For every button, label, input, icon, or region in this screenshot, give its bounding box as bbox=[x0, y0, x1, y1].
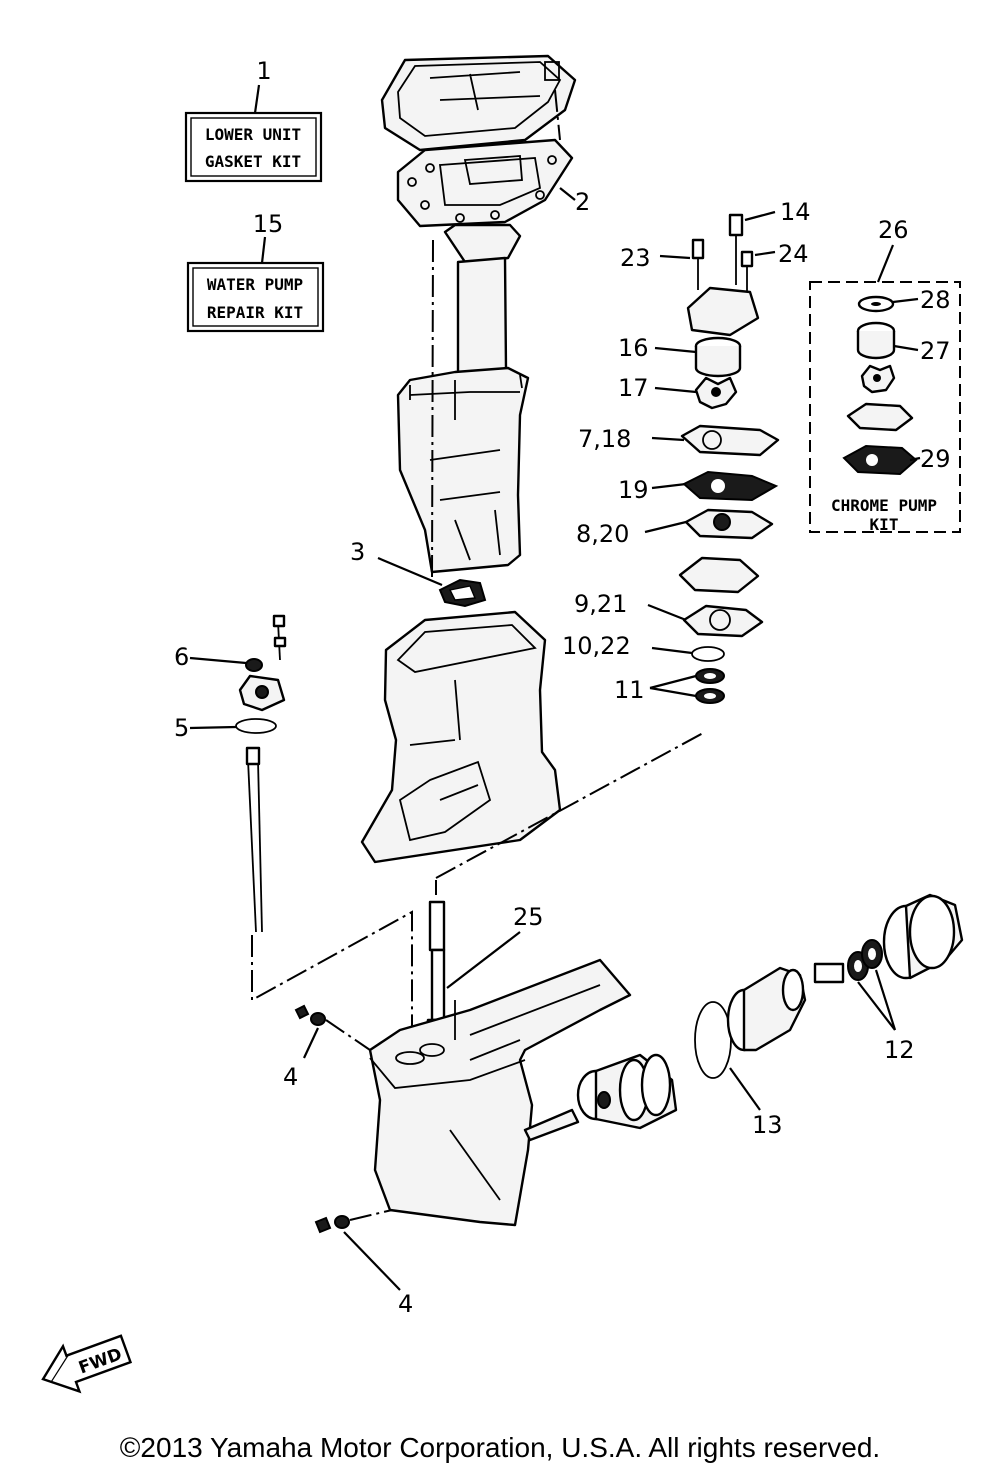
shift-rod-assembly bbox=[235, 614, 287, 933]
callout-25: 25 bbox=[513, 903, 544, 931]
gear-case bbox=[368, 958, 632, 1227]
callout-26: 26 bbox=[878, 216, 909, 244]
copyright-notice: ©2013 Yamaha Motor Corporation, U.S.A. A… bbox=[119, 1432, 881, 1463]
callout-5: 5 bbox=[174, 714, 189, 742]
callout-29: 29 bbox=[920, 445, 951, 473]
callout-4-upper: 4 bbox=[283, 1063, 298, 1091]
gasket-2 bbox=[396, 138, 574, 228]
callout-27: 27 bbox=[920, 337, 951, 365]
callout-10-22: 10,22 bbox=[562, 632, 631, 660]
callout-19: 19 bbox=[618, 476, 649, 504]
drain-screw-lower bbox=[314, 1209, 393, 1234]
callout-2: 2 bbox=[575, 188, 590, 216]
callout-15: 15 bbox=[253, 210, 284, 238]
callout-23: 23 bbox=[620, 244, 651, 272]
callout-7-18: 7,18 bbox=[578, 425, 631, 453]
svg-text:CHROME PUMP: CHROME PUMP bbox=[831, 496, 937, 515]
upper-cover-plate bbox=[380, 54, 577, 152]
svg-text:GASKET KIT: GASKET KIT bbox=[205, 152, 301, 171]
callout-3: 3 bbox=[350, 538, 365, 566]
callout-13: 13 bbox=[752, 1111, 783, 1139]
callout-16: 16 bbox=[618, 334, 649, 362]
water-pump-repair-kit-box: WATER PUMP REPAIR KIT 15 bbox=[186, 210, 325, 333]
water-pump-assembly bbox=[678, 213, 780, 704]
svg-text:WATER PUMP: WATER PUMP bbox=[207, 275, 303, 294]
callout-28: 28 bbox=[920, 286, 951, 314]
lower-casing bbox=[360, 610, 562, 864]
lower-unit-gasket-kit-box: LOWER UNIT GASKET KIT 1 bbox=[184, 57, 323, 183]
upper-casing bbox=[396, 223, 530, 574]
callout-1: 1 bbox=[256, 57, 271, 85]
callout-17: 17 bbox=[618, 374, 649, 402]
callout-24: 24 bbox=[778, 240, 809, 268]
fwd-arrow-icon: FWD bbox=[41, 1334, 133, 1394]
bearing-housing-parts bbox=[576, 893, 964, 1130]
callout-11: 11 bbox=[614, 676, 645, 704]
drain-screw-upper bbox=[294, 1004, 371, 1051]
callout-6: 6 bbox=[174, 643, 189, 671]
callout-8-20: 8,20 bbox=[576, 520, 629, 548]
chrome-pump-kit-box: 26 28 27 29 CHROME PUMP KIT bbox=[809, 216, 961, 534]
svg-text:REPAIR KIT: REPAIR KIT bbox=[207, 303, 303, 322]
svg-text:LOWER UNIT: LOWER UNIT bbox=[205, 125, 301, 144]
callout-9-21: 9,21 bbox=[574, 590, 627, 618]
callout-14: 14 bbox=[780, 198, 811, 226]
callout-4-lower: 4 bbox=[398, 1290, 413, 1318]
seal-3 bbox=[438, 578, 487, 608]
callout-12: 12 bbox=[884, 1036, 915, 1064]
svg-text:KIT: KIT bbox=[870, 515, 899, 534]
